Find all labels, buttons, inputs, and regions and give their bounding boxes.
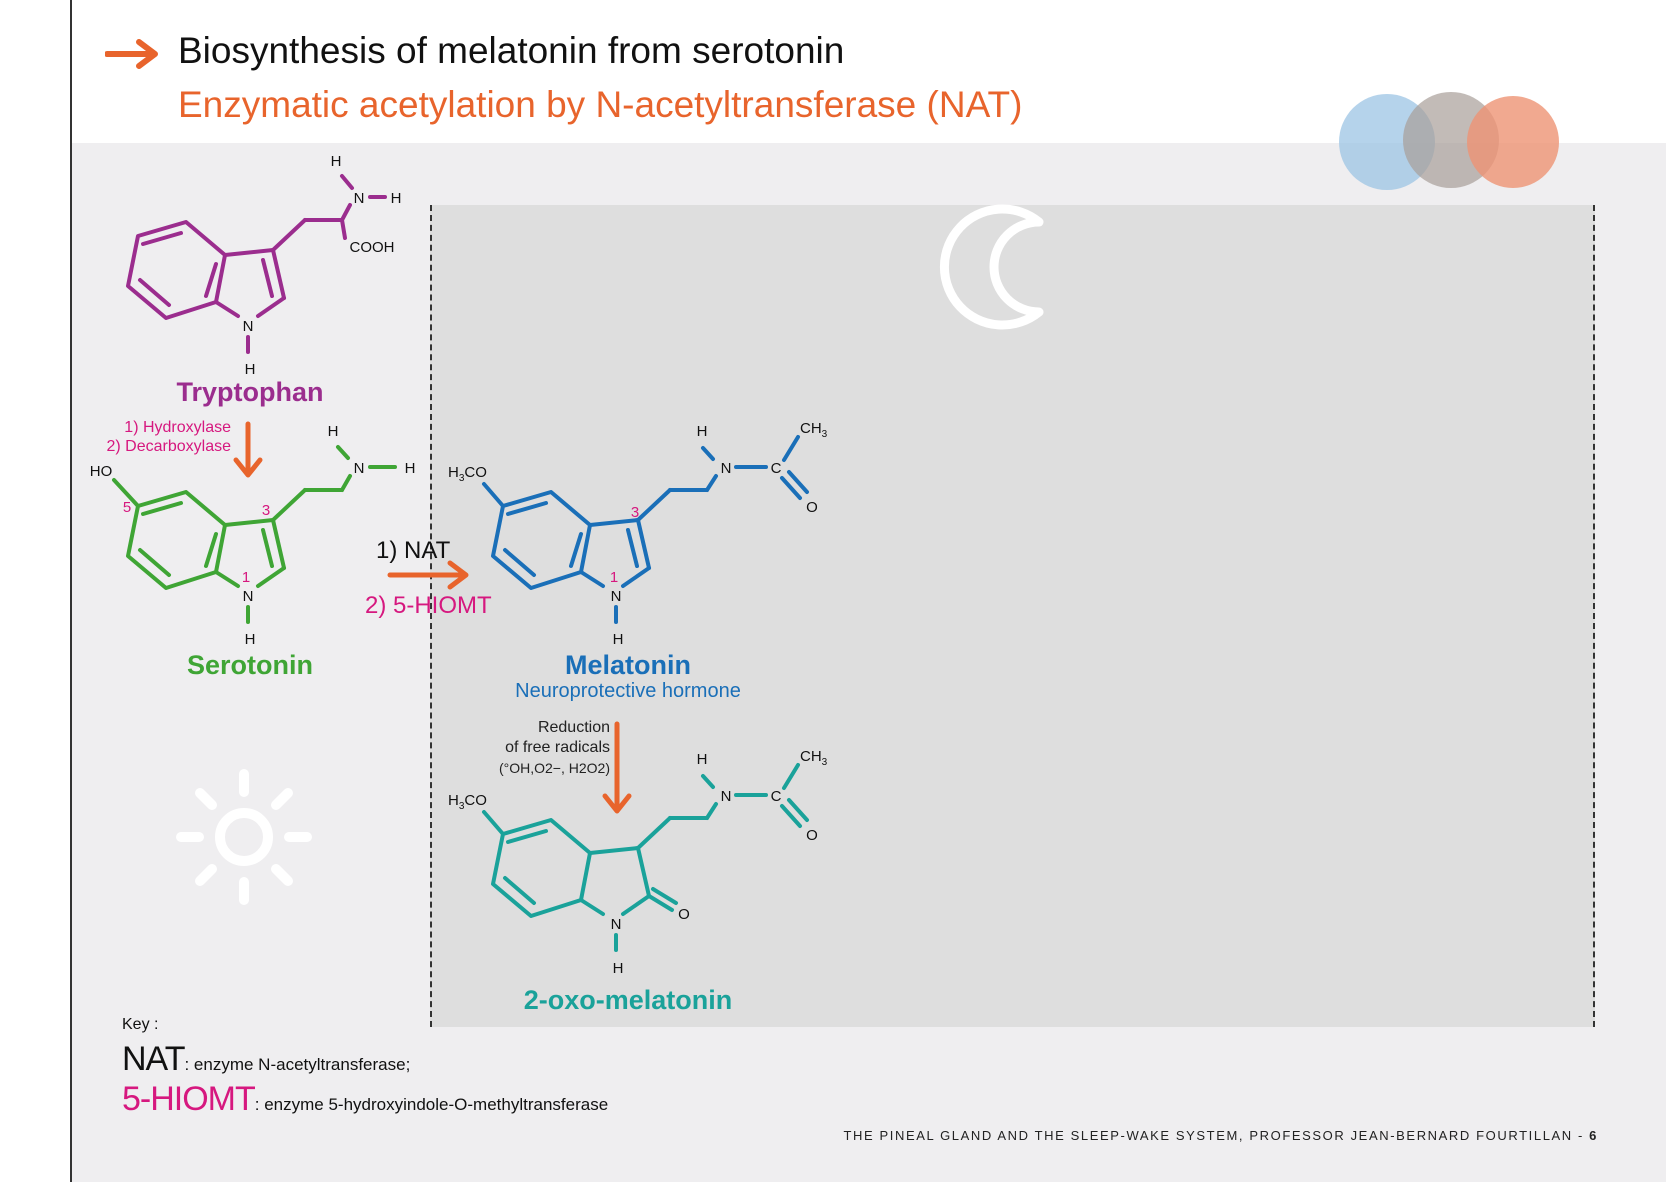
atom-label: H	[405, 460, 416, 477]
serotonin-structure	[112, 445, 397, 624]
atom-label: O	[806, 499, 818, 516]
key-nat-desc: : enzyme N-acetyltransferase;	[184, 1055, 411, 1074]
tryptophan-structure	[126, 174, 387, 354]
atom-label: COOH	[350, 239, 395, 256]
atom-label: N	[611, 916, 622, 933]
methoxy-label: H3CO	[448, 792, 487, 812]
reduction-label: Reduction of free radicals (°OH,O2−, H2O…	[499, 718, 610, 778]
atom-label: N	[721, 460, 732, 477]
atom-label: N	[354, 190, 365, 207]
atom-label: O	[678, 906, 690, 923]
atom-label: H	[245, 361, 256, 378]
atom-label: N	[611, 588, 622, 605]
serotonin-label: Serotonin	[187, 650, 313, 680]
hiomt-step-label: 2) 5-HIOMT	[365, 592, 492, 619]
sun-icon	[176, 769, 312, 905]
methoxy-label: H3CO	[448, 464, 487, 484]
atom-label: O	[806, 827, 818, 844]
ring-number: 5	[123, 499, 131, 516]
ring-number: 1	[242, 569, 250, 586]
atom-label: H	[245, 631, 256, 648]
atom-label: H	[613, 631, 624, 648]
key-hiomt: 5-HIOMT: enzyme 5-hydroxyindole-O-methyl…	[122, 1080, 608, 1119]
atom-label: C	[771, 460, 782, 477]
ring-number: 3	[262, 502, 270, 519]
key-label: Key :	[122, 1016, 159, 1033]
atom-label: H	[613, 960, 624, 977]
atom-label: N	[243, 588, 254, 605]
methyl-label: CH3	[800, 420, 828, 440]
key-hiomt-abbr: 5-HIOMT	[122, 1080, 256, 1118]
atom-label: N	[721, 788, 732, 805]
moon-icon	[939, 204, 1044, 330]
ring-number: 3	[631, 504, 639, 521]
nat-step-label: 1) NAT	[376, 537, 451, 564]
reduction-line1: Reduction	[537, 719, 610, 736]
enzyme-decarboxylase: 2) Decarboxylase	[106, 438, 232, 455]
circles-logo-icon	[1339, 92, 1559, 190]
atom-label: H	[697, 423, 708, 440]
title-arrow-icon	[105, 39, 158, 69]
melatonin-label: Melatonin	[565, 650, 691, 680]
methyl-label: CH3	[800, 748, 828, 768]
atom-label: H	[331, 153, 342, 170]
atom-label: H	[328, 423, 339, 440]
reduction-line2: of free radicals	[505, 739, 610, 756]
night-panel	[430, 205, 1595, 1027]
atom-label: C	[771, 788, 782, 805]
tryptophan-label: Tryptophan	[176, 377, 324, 407]
atom-label: N	[354, 460, 365, 477]
key-hiomt-desc: : enzyme 5-hydroxyindole-O-methyltransfe…	[254, 1095, 609, 1114]
page-title: Biosynthesis of melatonin from serotonin	[178, 30, 845, 71]
melatonin-structure	[482, 435, 809, 624]
oxo-melatonin-structure	[482, 763, 809, 952]
atom-label: HO	[90, 463, 113, 480]
oxo-melatonin-label: 2-oxo-melatonin	[523, 985, 733, 1015]
key-nat-abbr: NAT	[122, 1040, 185, 1078]
enzyme-hydroxylase: 1) Hydroxylase	[124, 419, 231, 436]
page-left-rule	[70, 0, 72, 1182]
enzymes-step1: 1) Hydroxylase 2) Decarboxylase	[107, 418, 232, 456]
footer: THE PINEAL GLAND AND THE SLEEP-WAKE SYST…	[844, 1128, 1598, 1143]
atom-label: N	[243, 318, 254, 335]
reduction-line3: (°OH,O2−, H2O2)	[498, 760, 610, 776]
reaction-arrows	[233, 421, 632, 814]
key-nat: NAT: enzyme N-acetyltransferase;	[122, 1040, 410, 1079]
page-subtitle: Enzymatic acetylation by N-acetyltransfe…	[178, 84, 1023, 125]
page-number: 6	[1589, 1128, 1598, 1143]
melatonin-subtitle: Neuroprotective hormone	[515, 680, 741, 702]
atom-label: H	[391, 190, 402, 207]
footer-text: THE PINEAL GLAND AND THE SLEEP-WAKE SYST…	[843, 1128, 1590, 1143]
atom-label: H	[697, 751, 708, 768]
ring-number: 1	[610, 569, 618, 586]
